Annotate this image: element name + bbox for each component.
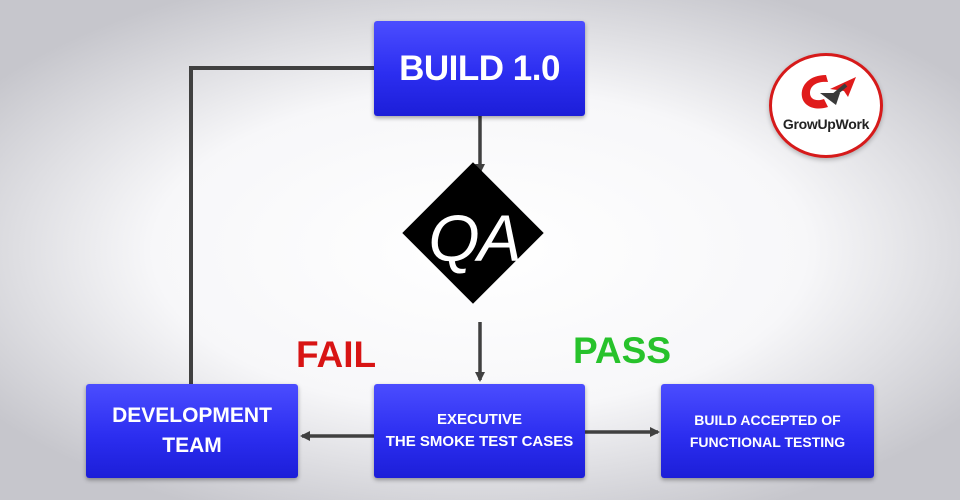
- build-label: BUILD 1.0: [399, 48, 560, 88]
- execute-line-2: THE SMOKE TEST CASES: [385, 433, 574, 450]
- connector-dev-to-build: [189, 66, 374, 384]
- development-line-1: DEVELOPMENT: [112, 404, 272, 427]
- logo-text: GrowUpWork: [782, 116, 870, 132]
- fail-label: FAIL: [296, 334, 377, 375]
- build-node: BUILD 1.0: [374, 21, 585, 116]
- execute-smoke-test-node: EXECUTIVE THE SMOKE TEST CASES: [374, 384, 585, 478]
- growupwork-logo: GrowUpWork: [769, 53, 883, 158]
- build-accepted-node: BUILD ACCEPTED OF FUNCTIONAL TESTING: [661, 384, 874, 478]
- development-team-node: DEVELOPMENT TEAM: [86, 384, 298, 478]
- accepted-line-2: FUNCTIONAL TESTING: [689, 434, 846, 450]
- qa-label: QA: [428, 201, 521, 275]
- accepted-line-1: BUILD ACCEPTED OF: [694, 412, 841, 428]
- execute-line-1: EXECUTIVE: [436, 411, 523, 428]
- growupwork-logo-mark-icon: [801, 75, 856, 109]
- pass-label: PASS: [573, 330, 672, 371]
- development-line-2: TEAM: [162, 434, 222, 457]
